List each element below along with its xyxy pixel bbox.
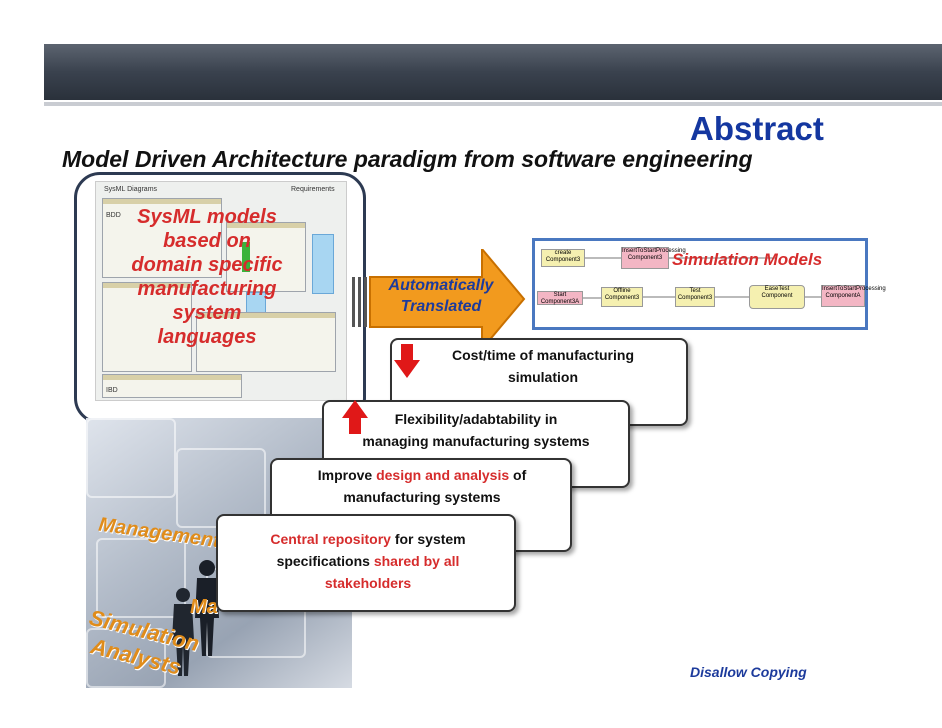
sysml-diagrams-label: SysML Diagrams <box>104 186 157 193</box>
card-repository-line-3: stakeholders <box>220 572 516 594</box>
sysml-caption-line-6: languages <box>107 325 307 349</box>
sysml-panel: SysML Diagrams Requirements BDD IBD SysM… <box>74 172 366 424</box>
ibd-label: IBD <box>106 387 118 394</box>
manufacturing-label: Ma <box>190 596 218 619</box>
sysml-caption: SysML models based on domain specific ma… <box>107 205 307 349</box>
card-repository-line-2: specifications shared by all <box>220 550 516 572</box>
card-flexibility-text: Flexibility/adabtability in managing man… <box>326 408 626 452</box>
card-flexibility-line-1: Flexibility/adabtability in <box>326 408 626 430</box>
arrow-line-2: Translated <box>370 296 512 317</box>
header-divider <box>44 102 942 106</box>
card-improve-highlight: design and analysis <box>376 467 509 483</box>
sysml-caption-line-1: SysML models <box>107 205 307 229</box>
arrow-caption: Automatically Translated <box>370 275 512 317</box>
header-bar <box>44 44 942 100</box>
card-repository-highlight-2: shared by all <box>374 553 460 569</box>
card-repository-highlight-1: Central repository <box>270 531 391 547</box>
ibd-bottom-diagram <box>102 374 242 398</box>
card-repository-text: Central repository for system specificat… <box>220 528 516 594</box>
card-repository-line-2-a: specifications <box>277 553 374 569</box>
sysml-caption-line-3: domain specific <box>107 253 307 277</box>
footer-notice: Disallow Copying <box>690 664 807 680</box>
card-cost-text: Cost/time of manufacturing simulation <box>420 344 666 388</box>
card-cost-line-2: simulation <box>420 366 666 388</box>
card-cost-line-1: Cost/time of manufacturing <box>420 344 666 366</box>
puzzle-piece <box>86 418 176 498</box>
sysml-caption-line-5: system <box>107 301 307 325</box>
down-arrow-icon <box>394 344 420 378</box>
requirement-block <box>312 234 334 294</box>
card-improve-line-2: manufacturing systems <box>274 486 570 508</box>
slide-subtitle: Model Driven Architecture paradigm from … <box>62 146 753 173</box>
card-repository: Central repository for system specificat… <box>216 514 516 612</box>
arrow-line-1: Automatically <box>370 275 512 296</box>
slide-title: Abstract <box>690 110 824 148</box>
card-improve-line-1: Improve design and analysis of <box>274 464 570 486</box>
card-flexibility-line-2: managing manufacturing systems <box>326 430 626 452</box>
card-improve-text: Improve design and analysis of manufactu… <box>274 464 570 508</box>
card-repository-line-1-b: for system <box>391 531 466 547</box>
card-improve-line-1-a: Improve <box>318 467 376 483</box>
sysml-caption-line-4: manufacturing <box>107 277 307 301</box>
sysml-caption-line-2: based on <box>107 229 307 253</box>
card-repository-line-1: Central repository for system <box>220 528 516 550</box>
requirements-label: Requirements <box>291 186 335 193</box>
simulation-title: Simulation Models <box>672 250 822 270</box>
card-improve-line-1-c: of <box>509 467 526 483</box>
